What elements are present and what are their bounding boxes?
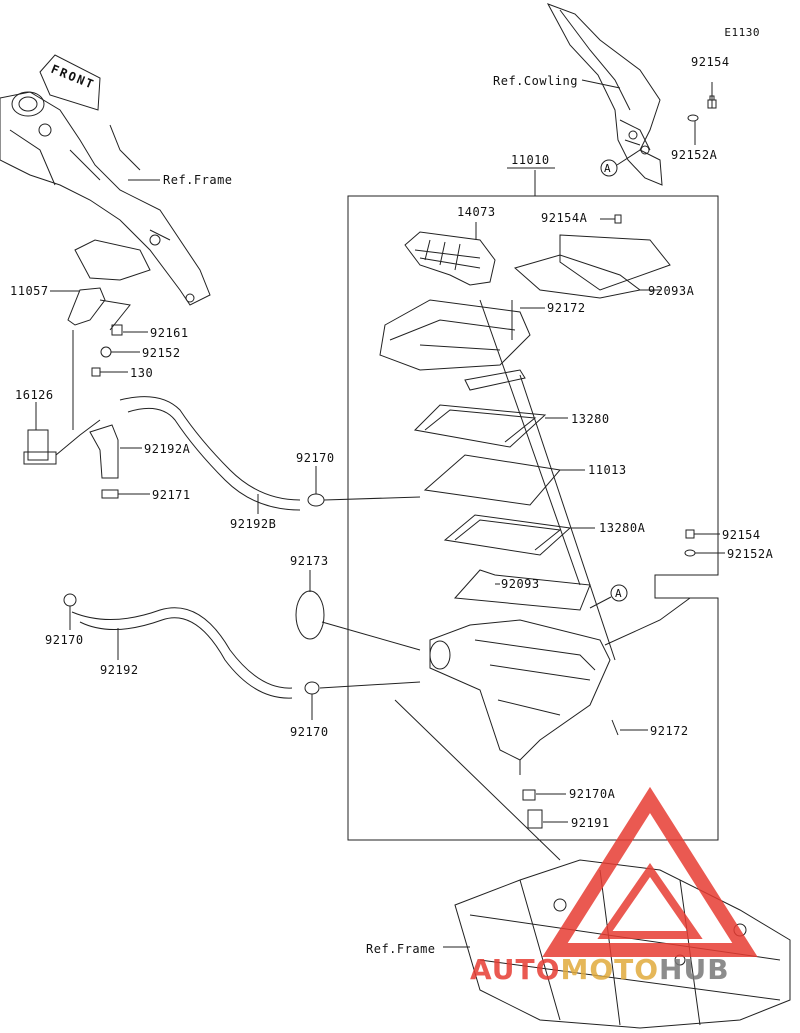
part-label-92192: 92192 [100, 663, 139, 677]
bracket-11057 [67, 287, 106, 326]
element-13280 [413, 404, 547, 448]
bolt-92154A [614, 214, 622, 224]
clamp-92170-a [307, 493, 325, 507]
part-label-92172-b: 92172 [650, 724, 689, 738]
watermark-logo [542, 786, 758, 957]
part-label-130: 130 [130, 366, 154, 380]
watermark-part1: AUTO [470, 953, 561, 986]
element-11013 [423, 454, 561, 506]
ref-frame-top-label: Ref.Frame [163, 173, 233, 187]
gasket-92093A [513, 254, 642, 299]
watermark-part3: HUB [659, 953, 730, 986]
part-label-92161: 92161 [150, 326, 189, 340]
part-label-11010: 11010 [511, 153, 550, 167]
part-label-92154-mid: 92154 [722, 528, 761, 542]
washer-92152A-mid [684, 549, 696, 557]
nut-92161 [111, 324, 123, 336]
diagram-code: E1130 [724, 26, 760, 39]
part-label-92093A: 92093A [648, 284, 695, 298]
watermark-text: AUTOMOTOHUB [470, 953, 730, 986]
part-label-92172-a: 92172 [547, 301, 586, 315]
callout-a-mid-letter: A [615, 587, 623, 600]
part-label-14073: 14073 [457, 205, 496, 219]
clamp-92170-b [304, 681, 320, 695]
part-label-13280: 13280 [571, 412, 610, 426]
callout-A-mid [610, 584, 628, 602]
part-label-92154-top: 92154 [691, 55, 730, 69]
part-label-11013: 11013 [588, 463, 627, 477]
bolt-92154-top [707, 95, 717, 109]
airbox-upper-case [379, 299, 531, 371]
bolt-92154-mid [685, 529, 695, 539]
bracket-11057-upper [74, 239, 151, 281]
frame-top-left [0, 91, 211, 306]
valve-16126 [23, 429, 57, 465]
washer-92152 [100, 346, 112, 358]
clamp-92173 [295, 590, 325, 640]
bracket-plate [464, 369, 526, 391]
part-label-16126: 16126 [15, 388, 54, 402]
part-label-92170-a: 92170 [296, 451, 335, 465]
airbox-group-outline [347, 195, 719, 841]
seal-92093 [453, 569, 591, 611]
hose-92192B [127, 407, 301, 511]
hose-92192 [71, 607, 293, 689]
hose-92192A [89, 424, 119, 479]
tube-92191 [527, 809, 543, 829]
screw-92172-b [611, 719, 619, 736]
cover-plate [559, 234, 671, 291]
part-label-13280A: 13280A [599, 521, 646, 535]
front-arrow [39, 54, 101, 111]
ref-frame-bottom-label: Ref.Frame [366, 942, 436, 956]
part-label-92170A: 92170A [569, 787, 616, 801]
washer-92152A-top [687, 114, 699, 122]
part-label-11057: 11057 [10, 284, 49, 298]
part-label-92093: 92093 [501, 577, 540, 591]
part-label-92173: 92173 [290, 554, 329, 568]
bolt-130 [91, 367, 101, 377]
clamp-92171 [101, 489, 119, 499]
part-label-92154A: 92154A [541, 211, 588, 225]
part-label-92192A: 92192A [144, 442, 191, 456]
watermark-part2: MOTO [560, 953, 660, 986]
part-label-92191: 92191 [571, 816, 610, 830]
callout-A-top [600, 159, 618, 177]
ref-cowling-label: Ref.Cowling [493, 74, 578, 88]
part-label-92152: 92152 [142, 346, 181, 360]
duct-14073 [404, 231, 496, 286]
airbox-lower-case [429, 619, 611, 761]
part-label-92192B: 92192B [230, 517, 277, 531]
part-label-92152A-mid: 92152A [727, 547, 774, 561]
part-label-92170-c: 92170 [45, 633, 84, 647]
part-label-92170-b: 92170 [290, 725, 329, 739]
clamp-92170A [522, 789, 536, 801]
callout-a-top-letter: A [604, 162, 612, 175]
clamp-92170-c [63, 593, 77, 607]
part-label-92171: 92171 [152, 488, 191, 502]
element-13280A [443, 514, 572, 556]
cowling-shape [546, 3, 663, 186]
frame-bottom [454, 859, 791, 1029]
part-label-92152A-top: 92152A [671, 148, 718, 162]
